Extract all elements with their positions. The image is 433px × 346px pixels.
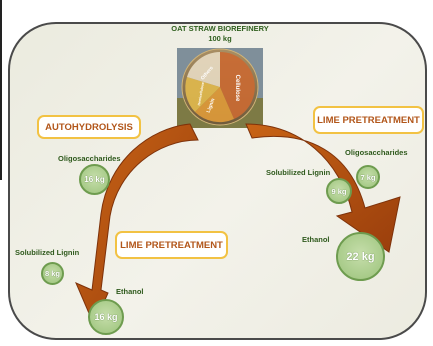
left-lignin-value: 8 kg [41,262,64,285]
left-edge-line [0,0,2,180]
straw-bale-image: Cellulose Lignin Hemicellulose Others [177,48,263,128]
left-ethanol-label: Ethanol [116,287,144,296]
segment-label-hemicellulose: Hemicellulose [197,82,205,106]
segment-label-cellulose: Cellulose [234,75,240,102]
segment-cellulose [220,52,255,119]
title-amount: 100 kg [208,34,232,43]
title-text: OAT STRAW BIOREFINERY [171,24,269,33]
lime-pretreatment-box-bottom: LIME PRETREATMENT [115,231,228,259]
left-oligosaccharides-value: 16 kg [79,164,110,195]
right-oligosaccharides-value: 7 kg [356,165,380,189]
segment-others [187,52,220,87]
right-ethanol-label: Ethanol [302,235,330,244]
right-oligosaccharides-label: Oligosaccharides [345,148,408,157]
segment-lignin [195,87,234,123]
diagram-title: OAT STRAW BIOREFINERY 100 kg [170,24,270,44]
arrow-right [245,123,401,253]
right-lignin-value: 9 kg [326,178,352,204]
left-lignin-label: Solubilized Lignin [15,248,80,257]
right-ethanol-value: 22 kg [336,232,385,281]
left-ethanol-value: 16 kg [88,299,124,335]
segment-hemicellulose [185,77,220,112]
left-oligosaccharides-label: Oligosaccharides [58,154,121,163]
lime-pretreatment-box-right: LIME PRETREATMENT [313,106,424,134]
autohydrolysis-box: AUTOHYDROLYSIS [37,115,141,139]
right-lignin-label: Solubilized Lignin [266,168,331,177]
segment-label-lignin: Lignin [206,98,217,114]
